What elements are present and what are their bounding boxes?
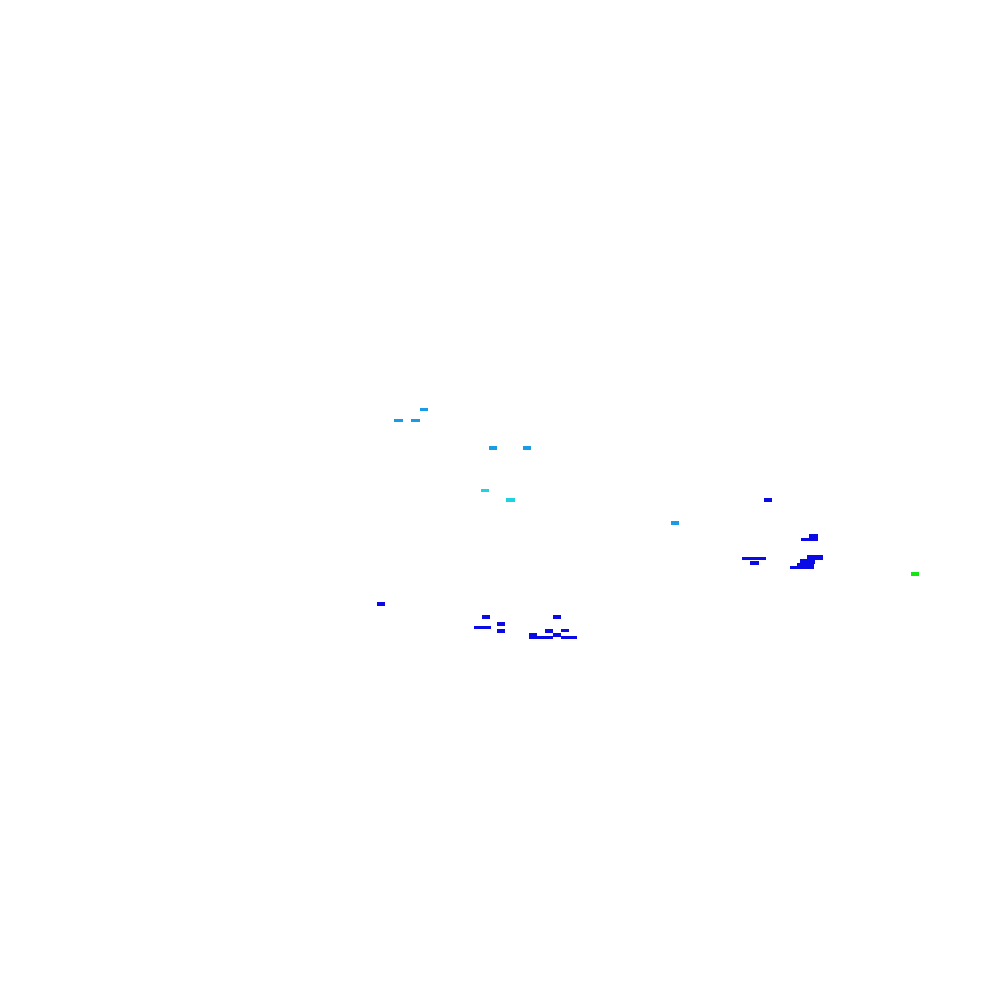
light-blue-mark (411, 419, 420, 422)
light-blue-mark (671, 521, 679, 525)
blue-mark (482, 615, 490, 619)
light-blue-mark (523, 446, 531, 450)
cyan-mark (506, 498, 515, 502)
blue-mark (797, 563, 814, 566)
blue-mark (561, 636, 577, 639)
blue-mark (790, 566, 814, 569)
blue-mark (764, 498, 772, 502)
green-mark (911, 572, 919, 576)
blue-mark (807, 555, 823, 560)
blue-mark (553, 615, 561, 619)
blue-mark (553, 633, 561, 637)
blue-mark (497, 622, 505, 626)
light-blue-mark (489, 446, 497, 450)
blue-mark (545, 629, 553, 633)
light-blue-mark (420, 408, 428, 411)
blue-mark (750, 561, 759, 565)
blue-mark (800, 559, 815, 564)
blue-mark (742, 557, 766, 560)
blue-mark (529, 633, 537, 637)
cyan-mark (481, 489, 489, 492)
blue-mark (497, 629, 505, 633)
blue-mark (529, 636, 553, 639)
blue-mark (801, 538, 818, 541)
blue-mark (561, 629, 569, 632)
blue-mark (474, 626, 491, 629)
blue-mark (377, 602, 385, 606)
blue-mark (809, 534, 818, 538)
light-blue-mark (394, 419, 403, 422)
